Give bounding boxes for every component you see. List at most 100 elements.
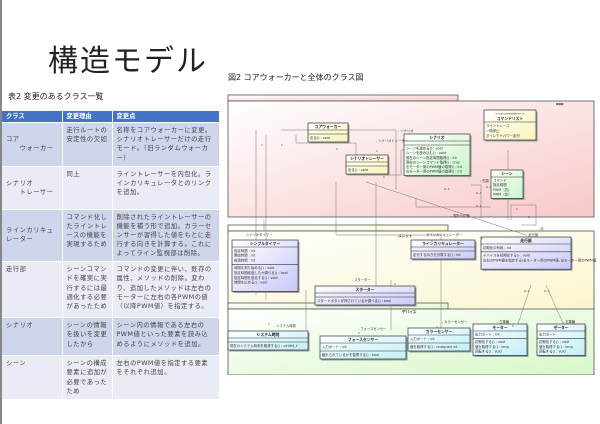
class-operation: 初期化する() : void — [475, 339, 505, 344]
multiplicity-label: 0..1 — [476, 204, 482, 208]
multiplicity-label: 1 — [528, 215, 530, 219]
class-operation: 値を取得する() : long — [539, 344, 573, 349]
class-attribute: ライントレース — [486, 123, 510, 128]
class-operation: 回転する() : void — [475, 348, 502, 353]
table-header-row: クラス 変更理由 変更点 — [2, 111, 220, 123]
cell-class: シナリオ — [2, 317, 63, 356]
header-class: クラス — [2, 111, 63, 123]
association-line — [545, 284, 567, 331]
class-attribute: コマンド — [493, 178, 507, 183]
cell-change: 名称をコアウォーカーに変更。シナリオトレーサーだけの走行モード。（旧ランダムウォ… — [112, 122, 220, 167]
multiplicity-label: 1 — [336, 147, 338, 151]
class-name: シーン — [501, 171, 512, 176]
class-operation: 走行する向きを計算する() : int — [413, 252, 461, 257]
class-operation: 走る() : void — [348, 167, 368, 172]
class-operation: 現在のシーンコマンド取得() : char — [406, 159, 461, 164]
class-name: シンプルタイマー — [250, 241, 280, 246]
multiplicity-label: 0..1 — [524, 289, 530, 293]
class-operation: 触れられているかを習得する() : bool — [322, 352, 379, 357]
association-line — [471, 184, 482, 218]
role-label-next: - 次 — [538, 226, 544, 231]
role-label-current-pos: - 現在の位置 — [451, 213, 470, 218]
table-row: ラインカリキュレーター コマンド化したライントレースの機能を実現するため 削除さ… — [2, 208, 220, 262]
cell-change: ライントレーサーを内包化。ラインカリキュレータとのリンクを追加。 — [112, 165, 220, 210]
cell-reason: コマンド化したライントレースの機能を実現するため — [62, 208, 113, 262]
class-attribute: 出力ポート : int — [475, 332, 500, 337]
class-attribute: 開始時間 : int — [234, 253, 256, 258]
page-title: 構造モデル — [48, 44, 208, 79]
multiplicity-label: 1 — [512, 324, 514, 328]
class-command-list: <<enumeration>>コマンドリストライントレース一時停止ダイレクトパワ… — [483, 109, 538, 142]
cell-reason: 同上 — [62, 165, 113, 210]
association-line — [515, 284, 532, 331]
class-attribute: 経過時間 : int — [234, 257, 256, 262]
role-label-clock: - システム時刻 — [274, 323, 297, 328]
multiplicity-label: 0..1 — [444, 187, 450, 191]
class-name: コマンドリスト — [497, 116, 524, 121]
cell-change: 左右のPWM値を指定する要素をそれぞれ追加。 — [112, 355, 220, 399]
class-name: シナリオトレーサー — [350, 156, 384, 161]
class-operation: シーンを進める() : void — [406, 146, 443, 151]
table-row: シナリオ トレーサー 同上 ライントレーサーを内包化。ラインカリキュレータとのリ… — [2, 165, 220, 210]
role-label-current: - 先頭 — [480, 178, 490, 183]
role-label-line-calc: ラインカリキュレーター — [426, 232, 462, 237]
package-app-label: app — [556, 102, 564, 106]
cell-class: シーン — [2, 355, 63, 399]
cell-reason: シーンコマンドを確実に実行するには最適化する必要があったため — [62, 261, 113, 318]
class-attribute: 一時停止 — [486, 128, 500, 133]
class-operation: 指定時間を設定する() : void — [234, 275, 278, 280]
class-attribute: 指定時間 — [493, 182, 507, 187]
class-operation: シーンを読み込む() : void — [406, 150, 446, 155]
header-reason: 変更理由 — [62, 111, 113, 123]
class-attribute: ダイレクトパワー走行 — [486, 133, 521, 138]
class-name: フォースセンサー — [348, 337, 378, 342]
class-stereotype: <<enumeration>> — [495, 112, 525, 116]
cell-reason: シーンの構成要素に追加が必要であったため — [62, 355, 113, 399]
class-attribute: 入力ポート : int — [410, 336, 435, 341]
class-operation: 初期化する() : void — [539, 339, 569, 344]
role-label-color: - カラーセンサー — [442, 319, 467, 324]
multiplicity-label: 1 — [436, 325, 438, 329]
role-label-left-wheel: - 左車輪 — [497, 319, 510, 324]
multiplicity-label: 1 — [261, 143, 263, 147]
class-operation: 走る() : void — [310, 135, 330, 140]
package-device-label: デバイス — [402, 309, 417, 314]
role-label-scenario: - シナリオ — [398, 128, 413, 133]
package-unit-label: ユニット — [398, 234, 413, 238]
figure-caption: 図2 コアウォーカーと全体のクラス図 — [228, 73, 364, 82]
role-label-timer: シナリオタイマー — [246, 232, 272, 237]
cell-reason: シーンの情報を扱いを変更したから — [62, 317, 113, 356]
class-operation: 左モーター用のPWM値の取得() : int — [406, 169, 463, 174]
class-attribute: 初期化の有無 : int — [483, 245, 512, 250]
class-name: コアウォーカー — [315, 124, 342, 129]
class-name: シナリオ — [429, 135, 444, 140]
multiplicity-label: 1 — [268, 322, 270, 326]
multiplicity-label: 0..1 — [486, 185, 492, 189]
multiplicity-label: 1 — [376, 149, 378, 153]
multiplicity-label: 1 — [383, 175, 385, 179]
changes-table: クラス 変更理由 変更点 コア ウォーカー 走行ルートの安定性の欠如 名称をコア… — [2, 111, 220, 399]
class-attribute: PWM（左） — [493, 191, 512, 196]
multiplicity-label: 0..1 — [544, 289, 550, 293]
cell-class: 走行部 — [2, 261, 63, 318]
multiplicity-label: 1 — [516, 207, 518, 211]
class-operation: 右モーター用のPWM値の取得() : int — [406, 164, 463, 169]
role-label-drive: - 走行部 — [526, 232, 539, 237]
class-name: スターター — [356, 287, 375, 292]
class-operation: 現在のシステム時刻を取得する() : uint64_t — [230, 343, 298, 348]
class-operation: 左右のPWM値を指定する(右モーター用のPWM値, 左モーター用のPWM値) :… — [483, 257, 596, 262]
class-attribute: 出力ポート — [539, 332, 556, 337]
cell-reason: 走行ルートの安定性の欠如 — [62, 122, 113, 167]
cell-change: シーン内の情報である左右のPWM値といった要素を読み込めるようにメソッドを追加。 — [112, 317, 220, 356]
class-operation: デバイスを初期化する() : void — [483, 253, 530, 258]
class-name: ラインカリキュレーター — [422, 241, 464, 246]
table-caption: 表2 変更のあるクラス一覧 — [8, 92, 104, 101]
